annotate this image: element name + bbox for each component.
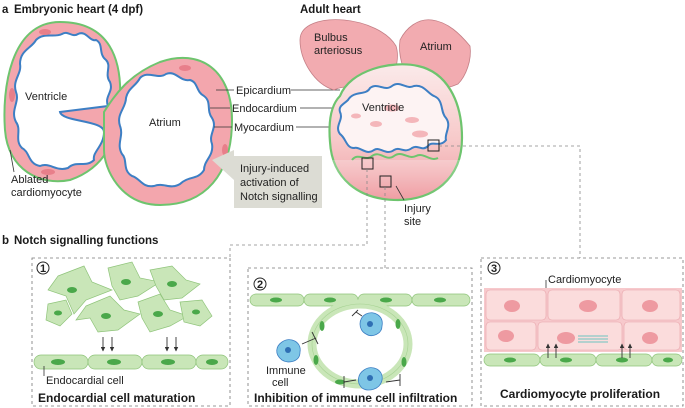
adult-atrium-label: Atrium bbox=[420, 41, 452, 53]
embryonic-atrium-label: Atrium bbox=[149, 117, 181, 129]
box-endocardial-maturation: 1 bbox=[31, 257, 231, 407]
injury-callout-line1: Injury-induced bbox=[240, 163, 309, 175]
zoom-box-1 bbox=[361, 157, 374, 170]
endocardial-cell-label: Endocardial cell bbox=[46, 375, 124, 387]
cardiomyocyte-label: Cardiomyocyte bbox=[548, 274, 621, 286]
box1-number: 1 bbox=[40, 263, 46, 275]
embryonic-heart-title: Embryonic heart (4 dpf) bbox=[14, 4, 143, 16]
ablated-label-line1: Ablated bbox=[11, 174, 48, 186]
connector-lines bbox=[229, 145, 581, 268]
injury-callout-line2: activation of bbox=[240, 177, 300, 189]
bulbus-label-line1: Bulbus bbox=[314, 32, 348, 44]
immune-cell-label-line1: Immune bbox=[266, 365, 306, 377]
injury-site-line2: site bbox=[404, 216, 421, 228]
box-cardiomyocyte-proliferation: 3 bbox=[480, 257, 684, 407]
box-immune-inhibition: 2 bbox=[247, 267, 473, 407]
panel-a-letter: a bbox=[2, 4, 9, 16]
layer-labels: Epicardium Endocardium Myocardium bbox=[210, 85, 340, 134]
epicardium-label: Epicardium bbox=[236, 85, 291, 97]
embryonic-ventricle bbox=[3, 20, 122, 183]
panel-b-title: Notch signalling functions bbox=[14, 235, 158, 247]
box2-caption: Inhibition of immune cell infiltration bbox=[254, 391, 457, 405]
box2-number: 2 bbox=[257, 279, 263, 291]
embryonic-atrium bbox=[103, 56, 234, 207]
box1-caption: Endocardial cell maturation bbox=[38, 391, 195, 405]
bulbus-label-line2: arteriosus bbox=[314, 45, 363, 57]
embryonic-ventricle-label: Ventricle bbox=[25, 91, 67, 103]
adult-heart bbox=[299, 19, 471, 202]
adult-ventricle-label: Ventricle bbox=[362, 102, 404, 114]
injury-site-line1: Injury bbox=[404, 203, 431, 215]
zoom-box-2 bbox=[379, 175, 392, 188]
immune-cell-label-line2: cell bbox=[272, 377, 289, 389]
adult-heart-title: Adult heart bbox=[300, 4, 361, 16]
injury-callout-line3: Notch signalling bbox=[240, 191, 318, 203]
panel-b-letter: b bbox=[2, 235, 9, 247]
box3-caption: Cardiomyocyte proliferation bbox=[500, 387, 660, 401]
endocardium-label: Endocardium bbox=[232, 103, 297, 115]
injury-callout bbox=[212, 150, 322, 208]
ablated-label-line2: cardiomyocyte bbox=[11, 187, 82, 199]
zoom-box-3 bbox=[427, 139, 440, 152]
myocardium-label: Myocardium bbox=[234, 122, 294, 134]
box3-number: 3 bbox=[491, 263, 497, 275]
